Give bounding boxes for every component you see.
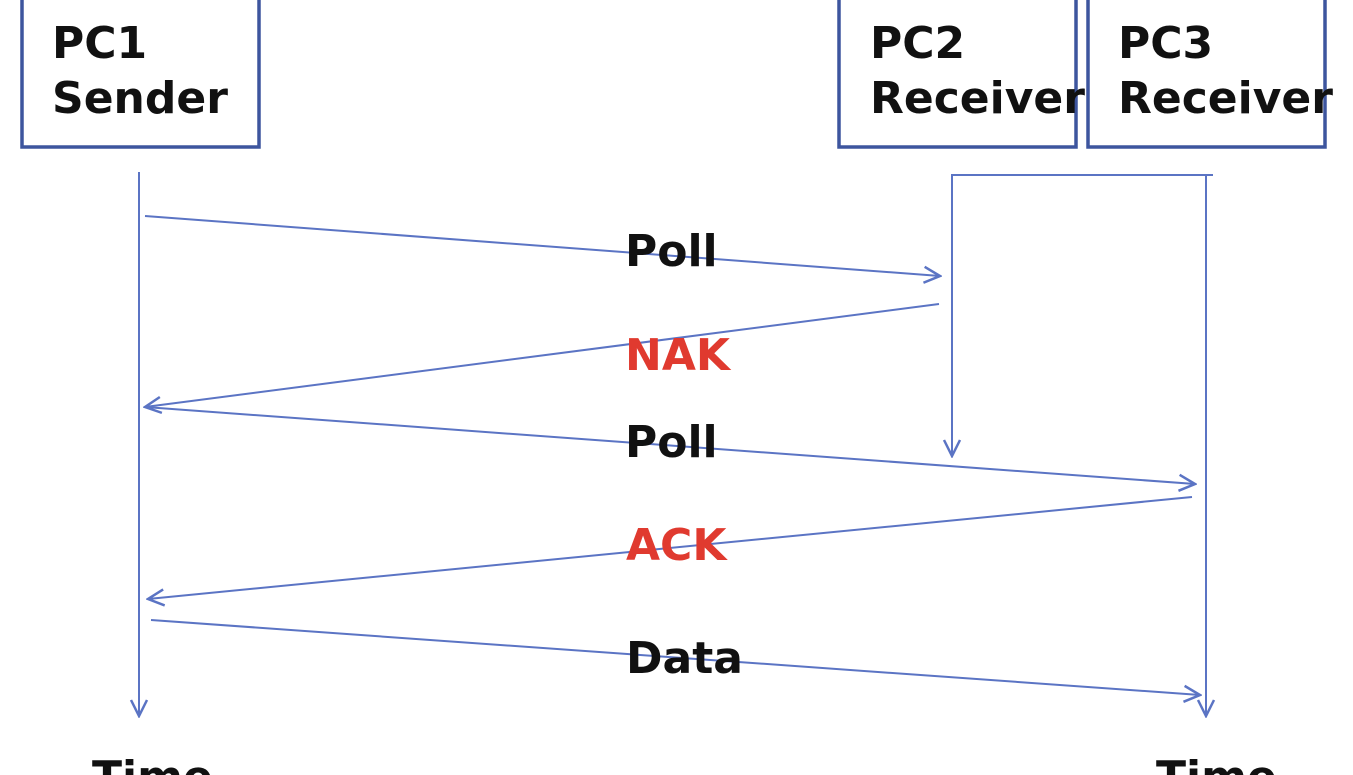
node-box-pc3 [1086, 0, 1327, 149]
node-pc2-name: PC2 [870, 18, 965, 69]
msg-data-arrow [150, 619, 1200, 695]
msg-poll-2-label: Poll [625, 417, 718, 468]
node-pc3-role: Receiver [1118, 73, 1333, 124]
msg-poll-2-arrow [144, 406, 1195, 484]
node-pc1: PC1 Sender [20, 0, 261, 149]
node-pc2: PC2 Receiver [837, 0, 1085, 149]
node-pc3-name: PC3 [1118, 18, 1213, 69]
msg-ack-arrow [148, 496, 1193, 599]
msg-poll-1-arrow [144, 215, 940, 276]
node-box-pc2 [837, 0, 1078, 149]
node-pc1-name: PC1 [52, 18, 147, 69]
node-pc3: PC3 Receiver [1086, 0, 1333, 149]
node-box-pc1 [20, 0, 261, 149]
node-pc1-role: Sender [52, 73, 228, 124]
msg-poll-1-label: Poll [625, 226, 718, 277]
left-time-label: Time [92, 752, 213, 775]
msg-ack-label: ACK [626, 520, 728, 571]
node-pc2-role: Receiver [870, 73, 1085, 124]
right-time-label: Time [1156, 752, 1277, 775]
msg-nak-label: NAK [625, 330, 732, 381]
msg-data-label: Data [626, 633, 743, 684]
msg-nak-arrow [145, 303, 940, 407]
